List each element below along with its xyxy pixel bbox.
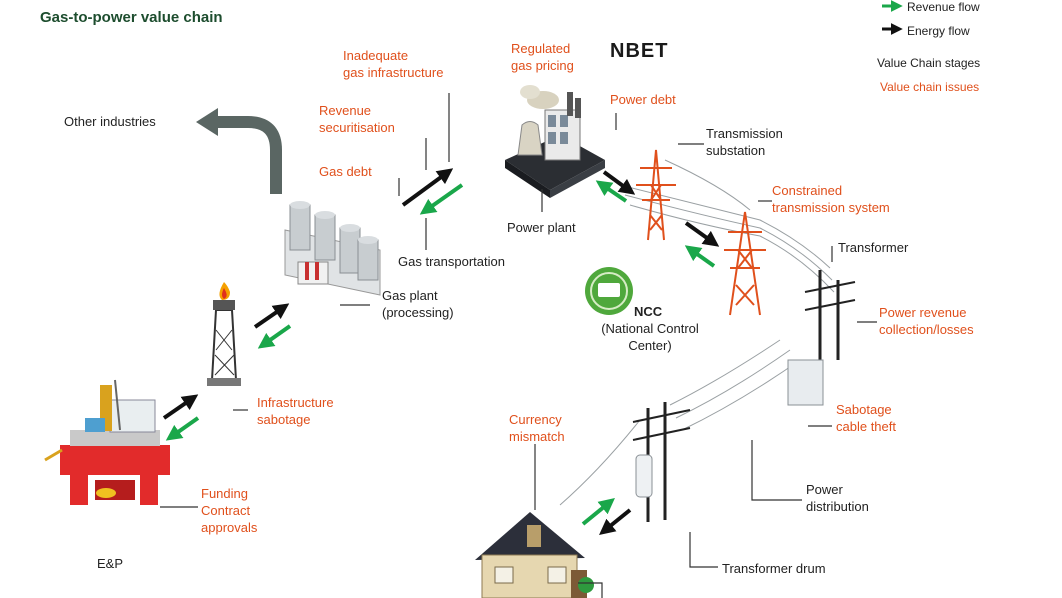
- issue-funding-contract: Funding Contract approvals: [201, 486, 258, 535]
- flare-tower-illustration: [207, 282, 241, 386]
- flow-arrows: [162, 168, 720, 536]
- legend-revenue-label: Revenue flow: [907, 0, 980, 14]
- label-ncc-full: (National Control Center): [601, 321, 699, 353]
- issue-inadequate-infrastructure: Inadequate gas infrastructure: [343, 48, 444, 80]
- label-transmission-substation: Transmission substation: [706, 126, 783, 158]
- revenue-arrow-pipeline: [419, 183, 464, 215]
- legend-issues-label: Value chain issues: [880, 80, 980, 94]
- label-power-distribution: Power distribution: [806, 482, 869, 514]
- issue-infrastructure-sabotage: Infrastructure sabotage: [257, 395, 334, 427]
- issue-revenue-securitisation: Revenue securitisation: [319, 103, 395, 135]
- leader-lines: [160, 93, 877, 598]
- other-industries-arrowhead: [196, 108, 218, 136]
- energy-arrow-house: [599, 508, 632, 536]
- transmission-tower-2: [724, 211, 766, 316]
- issue-power-revenue: Power revenue collection/losses: [879, 305, 974, 337]
- label-ep: E&P: [97, 556, 124, 571]
- diagram-title: Gas-to-power value chain: [40, 9, 223, 26]
- revenue-arrow-transmission: [684, 245, 716, 268]
- power-plant-illustration: [505, 85, 605, 198]
- offshore-rig-illustration: [44, 379, 170, 505]
- issue-currency-mismatch: Currency mismatch: [509, 412, 565, 444]
- energy-arrow-flare: [253, 303, 290, 329]
- revenue-arrow-ep: [165, 416, 200, 441]
- revenue-arrow-house: [581, 497, 615, 526]
- energy-arrow-ep: [162, 394, 199, 420]
- issue-sabotage-cable-theft: Sabotage cable theft: [836, 402, 896, 434]
- label-transformer-drum: Transformer drum: [722, 561, 826, 576]
- issue-constrained-transmission: Constrained transmission system: [772, 183, 890, 215]
- label-other-industries: Other industries: [64, 114, 156, 129]
- label-gas-transportation: Gas transportation: [398, 254, 505, 269]
- revenue-arrow-plant: [595, 180, 628, 203]
- legend-stages-label: Value Chain stages: [877, 56, 981, 70]
- label-gas-plant: Gas plant (processing): [382, 288, 454, 320]
- label-transformer: Transformer: [838, 240, 909, 255]
- house-illustration: [475, 512, 594, 598]
- issue-regulated-pricing: Regulated gas pricing: [511, 41, 574, 73]
- issue-gas-debt: Gas debt: [319, 164, 372, 179]
- gas-plant-illustration: [284, 201, 381, 296]
- revenue-arrow-flare: [257, 324, 292, 349]
- other-industries-arrow: [214, 116, 282, 194]
- transmission-tower-1: [636, 149, 676, 241]
- legend-energy-label: Energy flow: [907, 24, 970, 38]
- ncc-logo: [585, 267, 633, 315]
- energy-arrow-transmission: [684, 221, 720, 247]
- label-ncc: NCC: [634, 304, 663, 319]
- energy-arrow-plant: [602, 170, 636, 195]
- label-power-plant: Power plant: [507, 220, 576, 235]
- distribution-pole-illustration: [632, 402, 691, 522]
- issue-power-debt: Power debt: [610, 92, 676, 107]
- transformer-pole-illustration: [787, 270, 856, 406]
- energy-arrow-pipeline: [401, 168, 454, 207]
- nbet-logo: NBET: [610, 40, 669, 62]
- power-lines: [559, 159, 835, 506]
